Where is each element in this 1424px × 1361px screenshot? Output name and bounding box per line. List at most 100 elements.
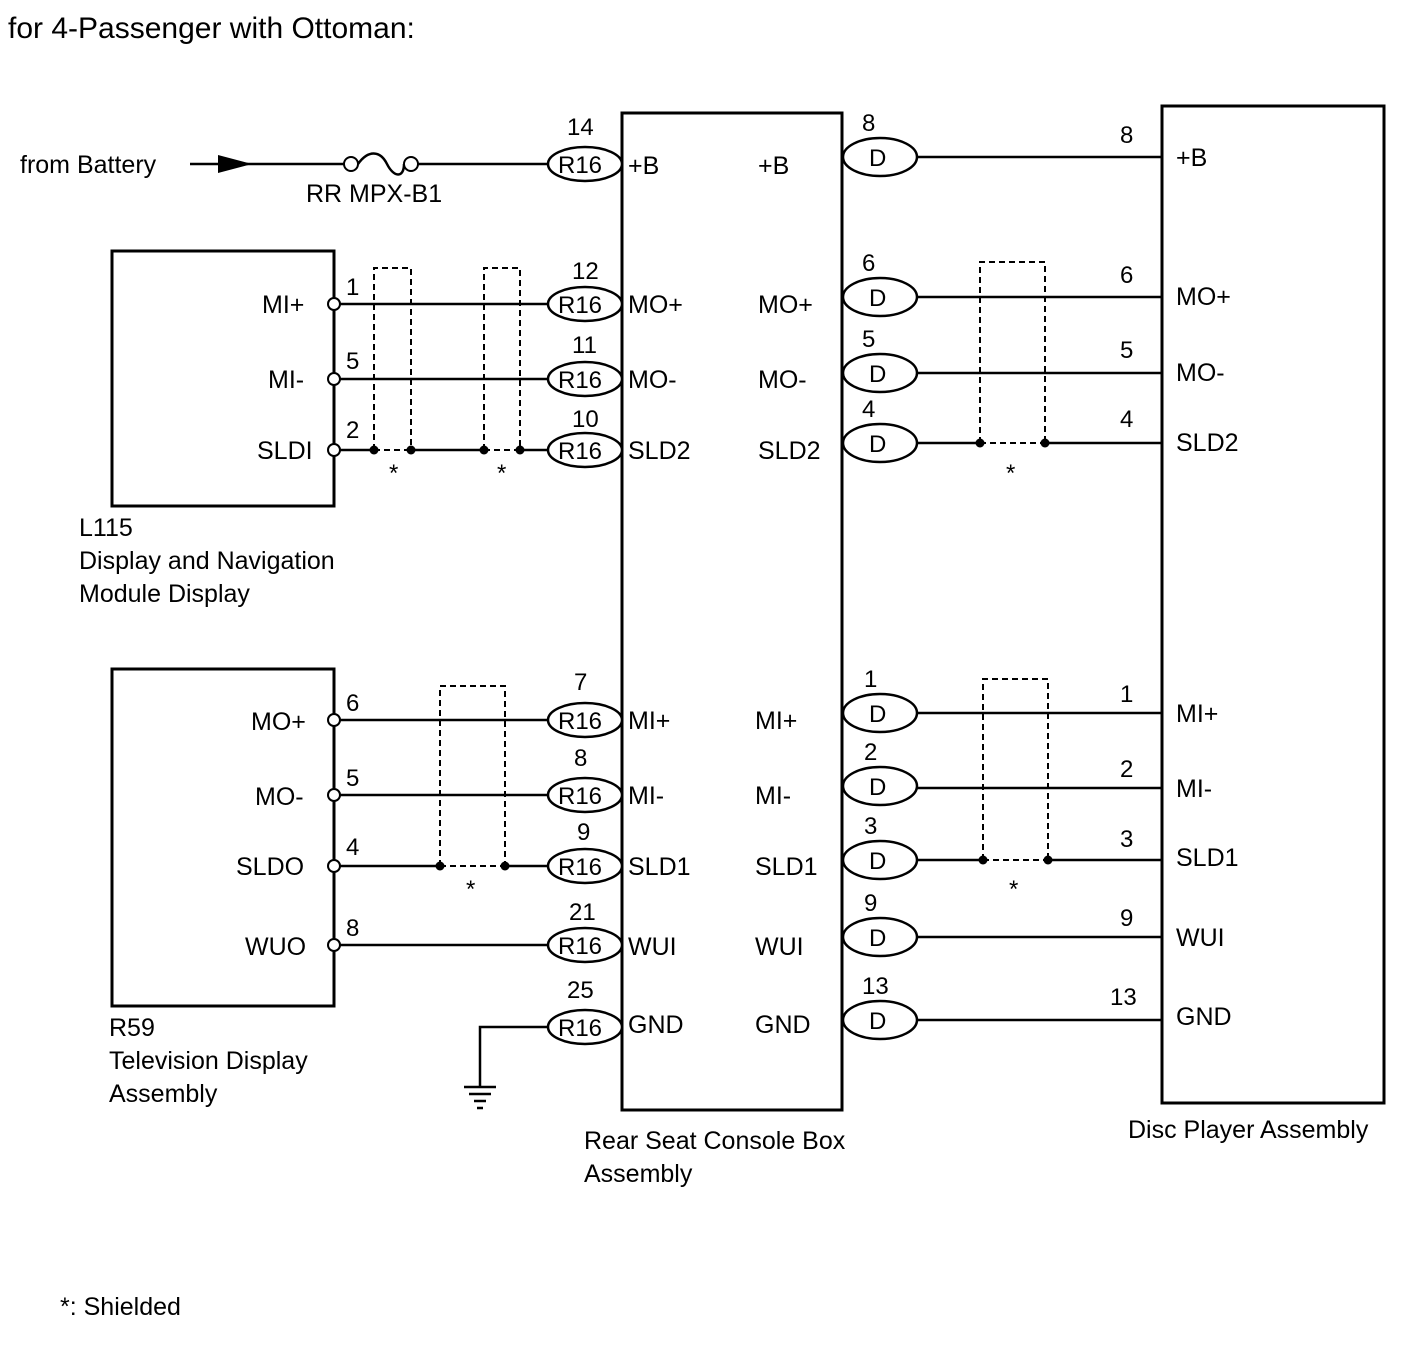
console-right-pin: 9 bbox=[864, 890, 877, 917]
console-right-terminal: MO+ bbox=[758, 291, 813, 319]
r16-connector bbox=[546, 847, 624, 885]
disc-pin-number: 3 bbox=[1120, 826, 1133, 853]
console-left-pin: 25 bbox=[567, 977, 594, 1004]
r59-pin-number: 8 bbox=[346, 915, 359, 942]
console-right-terminal: MO- bbox=[758, 366, 807, 394]
console-left-pin: 7 bbox=[574, 669, 587, 696]
d-connector-label: D bbox=[869, 701, 886, 728]
shield-mark: * bbox=[1009, 876, 1018, 903]
console-box bbox=[620, 111, 844, 1112]
console-left-pin: 21 bbox=[569, 899, 596, 926]
splice-dot bbox=[435, 861, 445, 871]
console-left-terminal: GND bbox=[628, 1011, 684, 1039]
d-connector-label: D bbox=[869, 361, 886, 388]
ground-wire bbox=[478, 1025, 547, 1087]
console-right-terminal: +B bbox=[758, 152, 789, 180]
disc-pin-number: 1 bbox=[1120, 681, 1133, 708]
shield-mark: * bbox=[497, 460, 506, 487]
console-right-pin: 2 bbox=[864, 739, 877, 766]
shield-mark: * bbox=[1006, 460, 1015, 487]
console-left-pin: 12 bbox=[572, 258, 599, 285]
disc-pin-number: 8 bbox=[1120, 122, 1133, 149]
d-connector-label: D bbox=[869, 774, 886, 801]
r59-name-line1: Television Display bbox=[109, 1047, 308, 1075]
console-right-terminal: SLD1 bbox=[755, 853, 818, 881]
console-row: R16 10 SLD2 SLD2 D 4 bbox=[546, 396, 919, 469]
fuse-icon bbox=[356, 152, 406, 176]
r16-connector-label: R16 bbox=[558, 152, 602, 179]
disc-pin-row: 4 SLD2 bbox=[1120, 406, 1239, 457]
console-left-terminal: MI- bbox=[628, 782, 664, 810]
console-right-terminal: SLD2 bbox=[758, 437, 821, 465]
d-connector-label: D bbox=[869, 145, 886, 172]
l115-pin-number: 2 bbox=[346, 417, 359, 444]
disc-pin-row: 9 WUI bbox=[1120, 905, 1225, 952]
r59-terminal: SLDO bbox=[236, 853, 304, 881]
r59-pin-row: MO- 5 bbox=[255, 765, 359, 811]
console-row: R16 14 +B +B D 8 bbox=[546, 110, 919, 183]
l115-terminal: MI+ bbox=[262, 291, 304, 319]
disc-pin-number: 9 bbox=[1120, 905, 1133, 932]
console-left-pin: 9 bbox=[577, 819, 590, 846]
r59-terminal: MO- bbox=[255, 783, 304, 811]
d-connector bbox=[841, 765, 919, 807]
console-row: R16 21 WUI WUI D 9 bbox=[546, 890, 919, 964]
d-connector-label: D bbox=[869, 1008, 886, 1035]
splice-dot bbox=[500, 861, 510, 871]
splice-dot bbox=[406, 445, 416, 455]
shield-outline bbox=[373, 267, 412, 450]
r16-connector-label: R16 bbox=[558, 854, 602, 881]
disc-terminal: MI+ bbox=[1176, 700, 1218, 728]
disc-pin-row: 6 MO+ bbox=[1120, 262, 1231, 311]
fuse-terminal-left bbox=[343, 156, 359, 172]
shielded-note: *: Shielded bbox=[60, 1293, 181, 1321]
console-left-pin: 10 bbox=[572, 406, 599, 433]
fuse-label: RR MPX-B1 bbox=[306, 180, 442, 208]
r59-terminal: WUO bbox=[245, 933, 306, 961]
r59-pin-number: 4 bbox=[346, 834, 359, 861]
r59-pin-number: 5 bbox=[346, 765, 359, 792]
console-left-terminal: MI+ bbox=[628, 707, 670, 735]
console-right-terminal: WUI bbox=[755, 933, 804, 961]
console-left-terminal: MO- bbox=[628, 366, 677, 394]
disc-pin-number: 6 bbox=[1120, 262, 1133, 289]
disc-terminal: MO+ bbox=[1176, 283, 1231, 311]
r59-terminal-dot bbox=[327, 938, 341, 952]
l115-name-line1: Display and Navigation bbox=[79, 547, 335, 575]
r16-connector bbox=[546, 1008, 624, 1046]
r16-connector-label: R16 bbox=[558, 1015, 602, 1042]
shield-mark: * bbox=[389, 460, 398, 487]
console-row: R16 12 MO+ MO+ D 6 bbox=[546, 250, 919, 323]
d-connector-label: D bbox=[869, 848, 886, 875]
console-right-terminal: MI+ bbox=[755, 707, 797, 735]
r16-connector bbox=[546, 776, 624, 814]
d-connector-label: D bbox=[869, 925, 886, 952]
splice-dot bbox=[1043, 855, 1053, 865]
disc-player-name: Disc Player Assembly bbox=[1128, 1116, 1369, 1144]
console-right-pin: 1 bbox=[864, 666, 877, 693]
splice-dot bbox=[1040, 438, 1050, 448]
splice-dot bbox=[369, 445, 379, 455]
splice-dot bbox=[479, 445, 489, 455]
console-right-terminal: GND bbox=[755, 1011, 811, 1039]
console-row: R16 8 MI- MI- D 2 bbox=[546, 739, 919, 814]
diagram-title: for 4-Passenger with Ottoman: bbox=[8, 12, 415, 45]
r59-terminal-dot bbox=[327, 713, 341, 727]
l115-pin-row: MI- 5 bbox=[268, 348, 359, 394]
r16-connector bbox=[546, 145, 624, 183]
r16-connector bbox=[546, 926, 624, 964]
r16-connector-label: R16 bbox=[558, 292, 602, 319]
disc-pin-row: 5 MO- bbox=[1120, 337, 1225, 387]
console-left-terminal: MO+ bbox=[628, 291, 683, 319]
disc-pin-row: 3 SLD1 bbox=[1120, 826, 1239, 872]
splice-dot bbox=[978, 855, 988, 865]
l115-code: L115 bbox=[79, 514, 133, 542]
r59-pin-number: 6 bbox=[346, 690, 359, 717]
splice-dot bbox=[975, 438, 985, 448]
shield-outline bbox=[439, 685, 506, 866]
r59-box bbox=[110, 667, 336, 1008]
console-row: R16 7 MI+ MI+ D 1 bbox=[546, 666, 919, 739]
disc-terminal: +B bbox=[1176, 144, 1207, 172]
r59-pin-row: WUO 8 bbox=[245, 915, 359, 961]
l115-terminal-dot bbox=[327, 372, 341, 386]
